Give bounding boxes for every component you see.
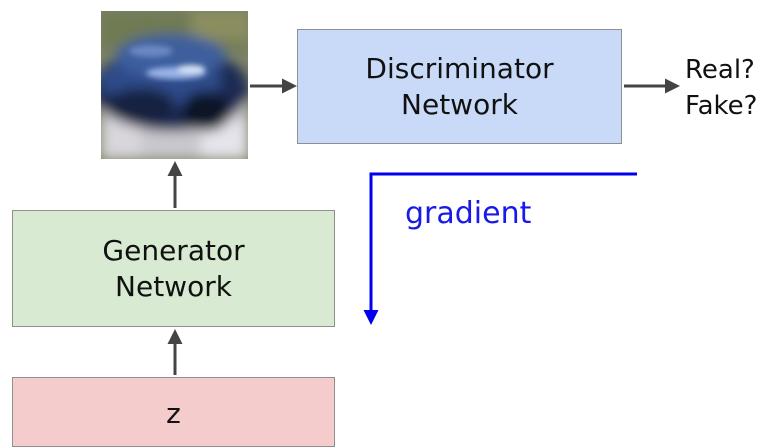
output-real-label: Real? xyxy=(685,55,755,85)
discriminator-label-line2: Network xyxy=(401,87,518,121)
generator-label-line2: Network xyxy=(115,269,232,303)
generator-network-box: Generator Network xyxy=(12,210,335,327)
gradient-label: gradient xyxy=(405,196,532,231)
discriminator-label-line1: Discriminator xyxy=(365,51,554,85)
generated-image-graphic xyxy=(101,11,248,159)
gradient-arrow xyxy=(363,172,637,325)
generator-label-line1: Generator xyxy=(102,233,245,267)
output-fake-label: Fake? xyxy=(685,91,758,121)
arrows-layer xyxy=(167,78,680,375)
noise-label: z xyxy=(166,397,181,430)
generated-sample-image xyxy=(101,11,248,159)
discriminator-network-box: Discriminator Network xyxy=(297,29,622,144)
output-question: Real? Fake? xyxy=(685,52,757,124)
